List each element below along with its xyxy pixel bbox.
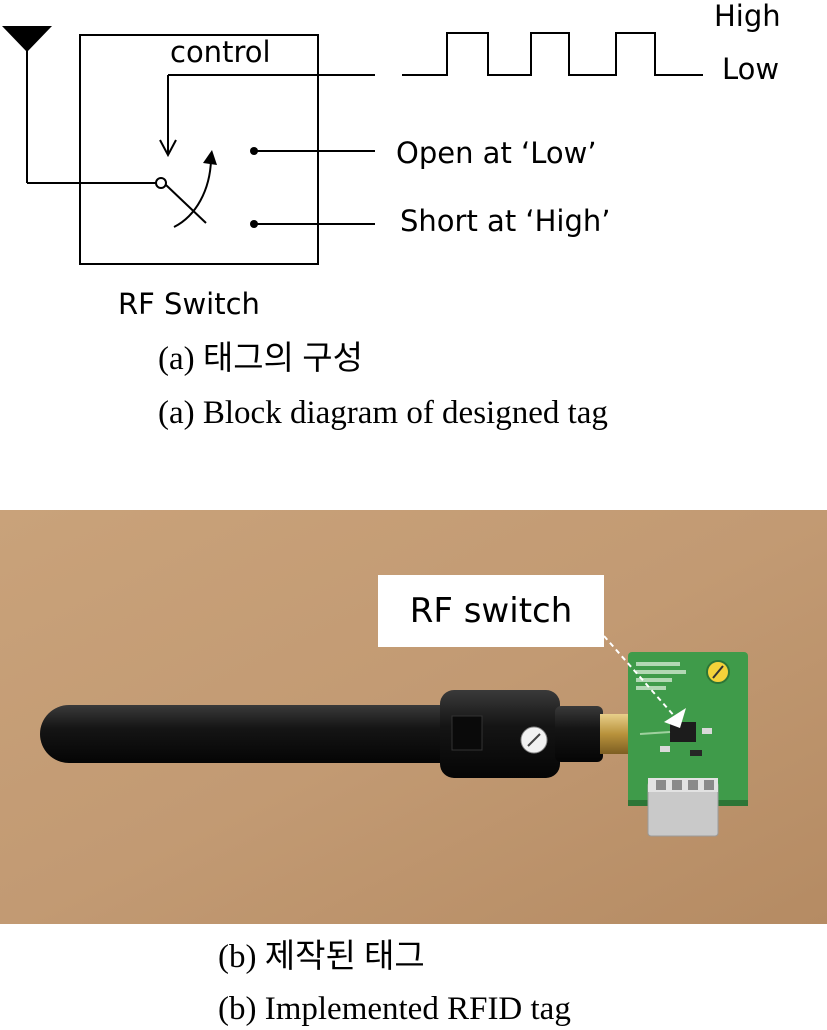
antenna-collar [555, 706, 603, 762]
caption-a-korean: (a) 태그의 구성 [158, 341, 363, 377]
caption-a-english: (a) Block diagram of designed tag [158, 395, 608, 431]
tag-photo [0, 510, 827, 924]
rf-switch-callout: RF switch [378, 575, 604, 647]
open-at-low-label: Open at ‘Low’ [396, 136, 597, 170]
rf-switch-label: RF Switch [118, 287, 260, 321]
rotation-arrowhead [203, 150, 217, 165]
caption-b-korean: (b) 제작된 태그 [218, 939, 425, 975]
pcb-silkscreen-text [636, 678, 672, 682]
control-label: control [170, 35, 271, 69]
smd-component [690, 750, 702, 756]
switch-rotation-arrow [173, 159, 212, 228]
pcb-silkscreen-text [636, 670, 686, 674]
tag-photo-illustration [0, 510, 827, 924]
sma-connector [600, 714, 630, 754]
antenna-hinge-slot [451, 715, 483, 751]
switch-blade [165, 184, 207, 224]
antenna-joint [440, 690, 560, 778]
smd-component [660, 746, 670, 752]
terminal-slot [704, 780, 714, 790]
antenna-body [40, 705, 510, 763]
pcb-silkscreen-text [636, 686, 666, 690]
low-level-label: Low [722, 52, 780, 86]
pcb-trace [639, 731, 671, 735]
rf-switch-chip [670, 722, 696, 742]
smd-component [702, 728, 712, 734]
mounting-hole-slot [712, 665, 724, 679]
control-square-wave [402, 32, 703, 76]
block-diagram [2, 26, 703, 265]
terminal-slot [656, 780, 666, 790]
hinge-screw-slot [527, 733, 541, 747]
high-level-label: High [714, 0, 781, 33]
switch-pivot [155, 177, 167, 189]
terminal-slot [672, 780, 682, 790]
caption-b-english: (b) Implemented RFID tag [218, 991, 571, 1027]
terminal-slot [688, 780, 698, 790]
pcb-silkscreen-text [636, 662, 680, 666]
rf-switch-box [79, 34, 319, 265]
callout-leader-line [603, 635, 677, 719]
antenna-icon [2, 26, 52, 52]
control-arrow-head [159, 139, 177, 158]
short-at-high-label: Short at ‘High’ [400, 204, 611, 238]
